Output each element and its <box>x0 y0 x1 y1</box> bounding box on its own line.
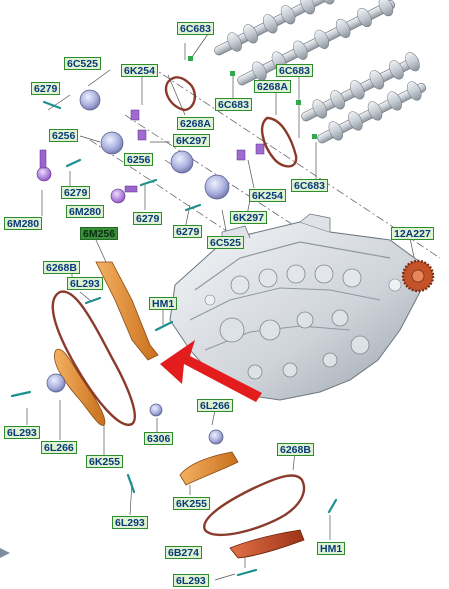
callout-6l293-b[interactable]: 6L293 <box>4 426 40 439</box>
camshafts <box>188 0 427 144</box>
callout-6279-a[interactable]: 6279 <box>31 82 61 95</box>
callout-6m280-b[interactable]: 6M280 <box>4 217 43 230</box>
callout-6256-mid[interactable]: 6256 <box>124 153 154 166</box>
bolts <box>10 100 338 577</box>
callout-6k297-a[interactable]: 6K297 <box>173 134 210 147</box>
callout-6c683-b[interactable]: 6C683 <box>276 64 313 77</box>
callout-6279-d[interactable]: 6279 <box>173 225 203 238</box>
callout-6m280-a[interactable]: 6M280 <box>66 205 105 218</box>
callout-6268b-a[interactable]: 6268B <box>43 261 80 274</box>
callout-6l293-d[interactable]: 6L293 <box>173 574 209 587</box>
callout-6c525-b[interactable]: 6C525 <box>207 236 244 249</box>
callout-hm1-b[interactable]: HM1 <box>317 542 346 555</box>
callout-6c683-top[interactable]: 6C683 <box>177 22 214 35</box>
crank-sprocket <box>401 259 435 293</box>
callout-6256-left[interactable]: 6256 <box>49 129 79 142</box>
callout-6b274[interactable]: 6B274 <box>165 546 202 559</box>
callout-6306[interactable]: 6306 <box>144 432 174 445</box>
callout-6268b-b[interactable]: 6268B <box>277 443 314 456</box>
callout-6k255-b[interactable]: 6K255 <box>173 497 210 510</box>
callout-6c525-top[interactable]: 6C525 <box>64 57 101 70</box>
callout-6c683-c[interactable]: 6C683 <box>215 98 252 111</box>
callout-12a227[interactable]: 12A227 <box>391 227 434 240</box>
chain-guides <box>54 261 305 559</box>
callout-6l293-c[interactable]: 6L293 <box>112 516 148 529</box>
callout-6m256[interactable]: 6M256 <box>80 227 119 240</box>
callout-6c683-d[interactable]: 6C683 <box>291 179 328 192</box>
callout-6268a-b[interactable]: 6268A <box>177 117 214 130</box>
callout-6k297-b[interactable]: 6K297 <box>230 211 267 224</box>
callout-6l293-a[interactable]: 6L293 <box>67 277 103 290</box>
corner-icon <box>0 548 10 558</box>
callout-6l266-a[interactable]: 6L266 <box>41 441 77 454</box>
solenoids <box>36 109 265 204</box>
callout-6268a-a[interactable]: 6268A <box>254 80 291 93</box>
callout-6l266-b[interactable]: 6L266 <box>197 399 233 412</box>
timing-chains <box>51 76 306 537</box>
callout-hm1-a[interactable]: HM1 <box>149 297 178 310</box>
callout-6279-b[interactable]: 6279 <box>61 186 91 199</box>
cam-phasers <box>46 89 230 445</box>
callout-6k255-a[interactable]: 6K255 <box>86 455 123 468</box>
callout-6k254-top[interactable]: 6K254 <box>121 64 158 77</box>
callout-6279-c[interactable]: 6279 <box>133 212 163 225</box>
arrow-indicator <box>160 340 262 402</box>
callout-6k254-b[interactable]: 6K254 <box>249 189 286 202</box>
